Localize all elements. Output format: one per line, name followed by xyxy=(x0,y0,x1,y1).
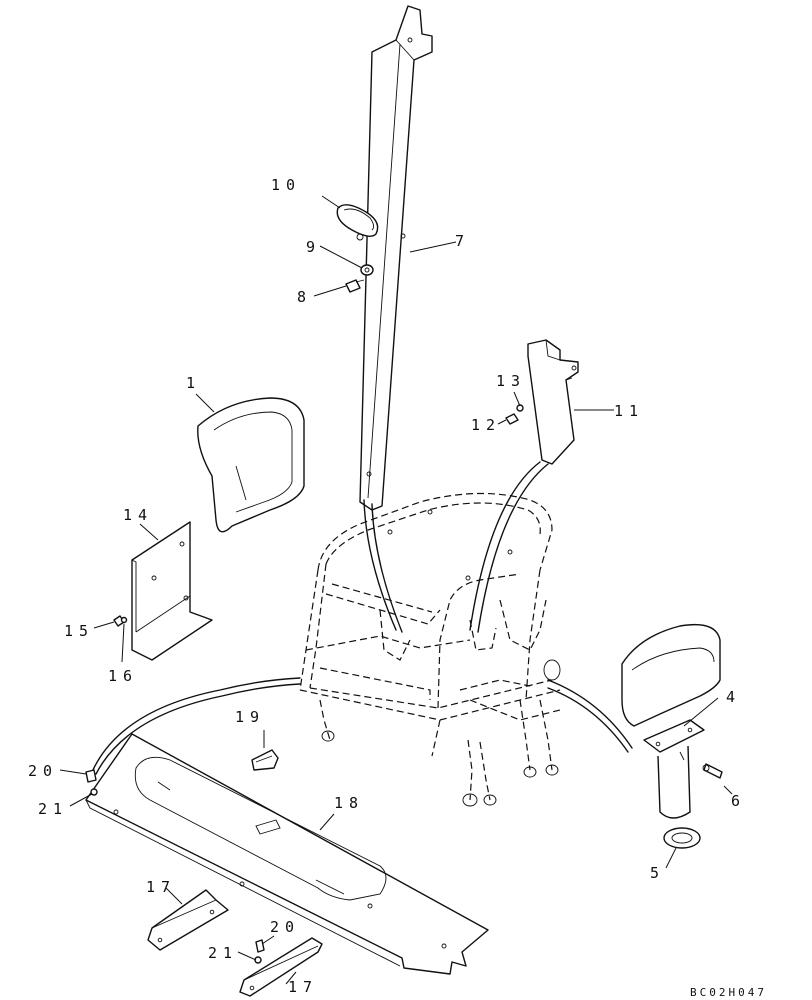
part-21-washer-left xyxy=(90,788,98,796)
part-5-ring xyxy=(663,827,701,849)
seat-frame xyxy=(299,492,561,807)
callout-7: 7 xyxy=(455,232,470,250)
part-10-handle xyxy=(336,204,379,241)
callout-1: 1 xyxy=(186,374,201,392)
part-4-armrest xyxy=(621,623,721,819)
callout-20-left: 20 xyxy=(28,762,58,780)
part-20-fitting-left xyxy=(85,769,97,783)
part-17-bracket-lower xyxy=(239,937,323,997)
callout-16: 16 xyxy=(108,667,138,685)
callout-6: 6 xyxy=(731,792,746,810)
callout-labels: 10 9 8 7 13 12 11 1 14 15 16 4 6 5 19 18… xyxy=(28,176,746,996)
callout-8: 8 xyxy=(297,288,312,306)
belt-left xyxy=(363,499,403,633)
part-12-bolt xyxy=(505,413,519,425)
part-6-knob xyxy=(702,763,723,779)
cable xyxy=(91,677,633,775)
part-18-tray xyxy=(85,733,489,975)
part-19-clip xyxy=(251,749,279,771)
part-1-backrest-pad xyxy=(197,397,305,533)
callout-21-lower: 21 xyxy=(208,944,238,962)
part-7-rail xyxy=(359,5,433,511)
callout-17-upper: 17 xyxy=(146,878,176,896)
part-20-fitting-lower xyxy=(255,939,265,953)
drawing-code: BC02H047 xyxy=(690,986,767,999)
callout-18: 18 xyxy=(334,794,364,812)
callout-12: 12 xyxy=(471,416,501,434)
callout-4: 4 xyxy=(726,688,741,706)
callout-5: 5 xyxy=(650,864,665,882)
part-14-plate xyxy=(131,521,213,661)
callout-9: 9 xyxy=(306,238,321,256)
callout-15: 15 xyxy=(64,622,94,640)
callout-13: 13 xyxy=(496,372,526,390)
callout-17-lower: 17 xyxy=(288,978,318,996)
part-16-washer xyxy=(120,616,128,624)
belt-right xyxy=(469,461,549,633)
part-11-short-rail xyxy=(527,339,579,465)
part-17-bracket-upper xyxy=(147,889,229,951)
callout-14: 14 xyxy=(123,506,153,524)
callout-19: 19 xyxy=(235,708,265,726)
callout-20-lower: 20 xyxy=(270,918,300,936)
callout-11: 11 xyxy=(614,402,644,420)
part-9-washer xyxy=(360,264,374,276)
leader-lines xyxy=(59,195,733,985)
callout-10: 10 xyxy=(271,176,301,194)
callout-21-left: 21 xyxy=(38,800,68,818)
part-8-bolt xyxy=(345,279,365,293)
